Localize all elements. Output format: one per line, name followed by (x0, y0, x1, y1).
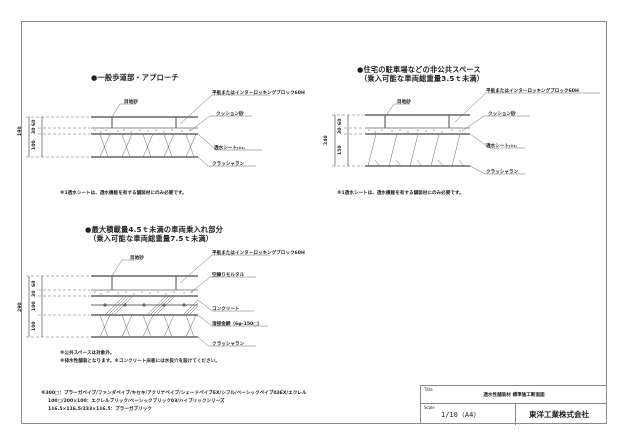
section-1-label-paver: 平板またはインターロッキングブロック60H (212, 91, 305, 96)
section-3-label-joint-sand: 目地砂 (130, 256, 144, 261)
section-2-label-base: クラッシャラン (486, 170, 519, 175)
section-3-note-1: ※公共スペースは対象外。 (60, 351, 115, 356)
scale-caption: Scale (424, 405, 435, 410)
section-3-subtitle: （乗入可能な車両総重量7.5ｔ未満） (89, 234, 214, 243)
section-3-label-mortar: 空練りモルタル (212, 273, 245, 278)
sheet-note-mark: (※1) (508, 144, 517, 148)
section-3-dim-layer-4: 100 (32, 321, 37, 331)
footer-note-2: 100□/200×100：エクレルブリック/ベーシックブリック03/ハイブリック… (48, 399, 225, 404)
section-1-label-cushion: クッション砂 (216, 112, 244, 117)
scale-value: 1/10（A4） (441, 411, 481, 419)
sheet-text: 透水シート (486, 144, 509, 149)
sheet-text: 透水シート (214, 146, 237, 151)
section-3-dim-layer-2: 30 (32, 290, 37, 297)
section-2-label-paver: 平板またはインターロッキングブロック60H (486, 89, 579, 94)
section-3-dim-layer-3: 100 (32, 301, 37, 311)
section-3-dim-total: 290 (18, 302, 23, 312)
section-2-dim-layer-2: 30 (338, 127, 343, 134)
section-3-label-paver: 平板またはインターロッキングブロック60H (212, 251, 305, 256)
drawing-frame (21, 21, 607, 424)
section-2-label-cushion: クッション砂 (488, 112, 516, 117)
section-2-note: ※1透水シートは、透水機能を有する舗装材にのみ必要です。 (337, 191, 464, 196)
section-3-label-concrete: コンクリート (212, 307, 240, 312)
section-3-title: ●最大積載量4.5ｔ未満の車両乗入れ部分 (85, 225, 224, 234)
section-3-drawing (26, 254, 270, 347)
section-2-dim-total: 240 (324, 135, 329, 145)
scale-row: Scale 1/10（A4） 東洋工業株式会社 (421, 404, 607, 425)
title-block: Title 透水性舗装材 標準施工断面図 Scale 1/10（A4） 東洋工業… (420, 385, 607, 425)
section-2-drawing (332, 92, 600, 175)
section-1-label-joint-sand: 目地砂 (124, 100, 138, 105)
section-1-drawing (26, 94, 270, 167)
section-2-dim-layer-1: 60 (338, 118, 343, 125)
section-2-label-joint-sand: 目地砂 (397, 100, 411, 105)
footer-note-1: ※300□：プラーガペイブ/ファンダペイブ/キセキ/アクリナペイブ/シェードペイ… (41, 391, 307, 396)
section-1-dim-layer-3: 100 (32, 140, 37, 150)
drawing-title: 透水性舗装材 標準施工断面図 (483, 393, 545, 398)
section-2-label-sheet: 透水シート(※1) (486, 143, 517, 149)
section-3-label-base: クラッシャラン (212, 342, 245, 347)
sheet-note-mark: (※1) (236, 146, 245, 150)
section-2-title: ●住宅の駐車場などの非公共スペース (357, 65, 481, 74)
section-1-note: ※1透水シートは、透水機能を有する舗装材にのみ必要です。 (60, 191, 187, 196)
section-2-subtitle: （乗入可能な車両総重量3.5ｔ未満） (360, 74, 485, 83)
section-1-dim-total: 190 (18, 126, 23, 136)
section-1-label-sheet: 透水シート(※1) (214, 145, 245, 151)
company-name: 東洋工業株式会社 (529, 410, 589, 419)
footer-note-3: 116.5×116.5/233×116.5：プラーガブリック (48, 407, 152, 412)
title-caption: Title (424, 387, 433, 392)
title-row: Title 透水性舗装材 標準施工断面図 (421, 386, 607, 404)
section-3-note-2: ※排水性舗装となります。※コンクリート床板には水抜穴を設けてください。 (60, 359, 220, 364)
section-1-dim-layer-1: 60 (32, 119, 37, 126)
section-1-label-base: クラッシャラン (212, 162, 245, 167)
section-3-label-mesh: 溶接金網（6φ-150□） (212, 322, 263, 327)
title-block-divider (515, 404, 516, 425)
section-2-dim-layer-3: 150 (338, 145, 343, 155)
section-1-title: ●一般歩道部・アプローチ (91, 73, 179, 82)
section-1-dim-layer-2: 30 (32, 127, 37, 134)
section-3-dim-layer-1: 60 (32, 280, 37, 287)
